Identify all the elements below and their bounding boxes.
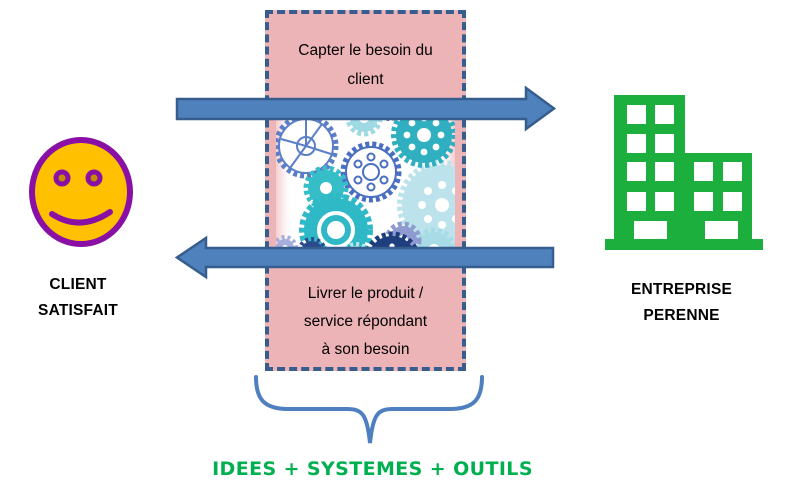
- client-label-line1: CLIENT: [49, 276, 107, 293]
- bottom-caption: IDEES + SYSTEMES + OUTILS: [212, 458, 533, 480]
- gears-image: [276, 102, 455, 260]
- gears-icon: [276, 102, 455, 260]
- client-label-line2: SATISFAIT: [38, 302, 118, 319]
- building-icon: [605, 95, 763, 250]
- capture-need-line1: Capter le besoin du: [298, 42, 433, 59]
- entreprise-label: ENTREPRISE PERENNE: [613, 277, 750, 329]
- client-label: CLIENT SATISFAIT: [12, 272, 144, 324]
- entreprise-label-line1: ENTREPRISE: [630, 281, 733, 298]
- entreprise-label-line2: PERENNE: [643, 307, 720, 324]
- deliver-product-text: Livrer le produit / service répondant à …: [269, 280, 462, 364]
- capture-need-line2: client: [347, 71, 384, 88]
- deliver-product-line1: Livrer le produit /: [307, 285, 424, 302]
- process-box: Capter le besoin du client: [265, 10, 466, 371]
- deliver-product-line2: service répondant: [303, 313, 428, 330]
- smiley-face-icon: [29, 137, 133, 247]
- capture-need-text: Capter le besoin du client: [269, 36, 462, 94]
- deliver-product-line3: à son besoin: [321, 341, 410, 358]
- brace-icon: [254, 375, 484, 444]
